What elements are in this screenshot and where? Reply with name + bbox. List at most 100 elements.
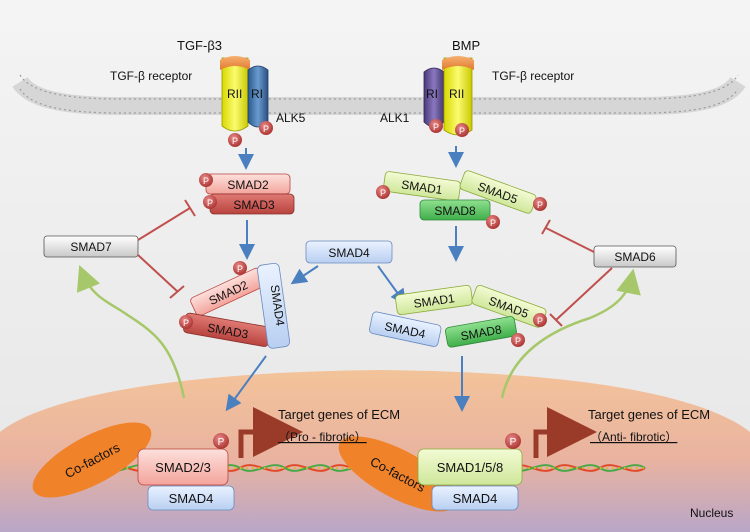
phospho-label: P <box>510 437 517 448</box>
smad4-label: SMAD4 <box>268 284 288 327</box>
smad7-inhibit-upper <box>137 207 191 241</box>
phospho-label: P <box>537 200 543 210</box>
smad1-box <box>395 284 473 316</box>
smad4-box <box>257 262 291 349</box>
smad23-phospho-complex: SMAD2 SMAD3 P P <box>199 173 295 215</box>
phospho-dot <box>203 195 217 209</box>
phospho-label: P <box>232 136 238 146</box>
smad158-label: SMAD1/5/8 <box>437 460 503 475</box>
smad7: SMAD7 <box>43 235 139 258</box>
receptor-complex-left: TGF-β3 TGF-β receptor RII RI ALK5 P P <box>110 38 306 147</box>
ligand-cap-left <box>220 56 250 70</box>
smad6-inhibit-lower <box>555 267 613 321</box>
feedback-arrow-smad6 <box>500 268 641 399</box>
phospho-label: P <box>433 122 439 132</box>
rii-label-right: RII <box>449 87 464 101</box>
ligand-bmp: BMP <box>452 38 480 53</box>
phospho-dot <box>199 173 213 187</box>
phospho-dot <box>213 433 229 449</box>
activation-arrow <box>290 265 319 285</box>
smad6-box <box>593 245 677 268</box>
phospho-label: P <box>207 198 213 208</box>
smad4-box <box>147 485 235 511</box>
smad1-box <box>383 171 461 202</box>
phospho-label: P <box>380 188 386 198</box>
phospho-label: P <box>237 264 243 274</box>
smad2-label: SMAD2 <box>227 178 269 192</box>
nuclear-complex-right: SMAD1/5/8 SMAD4 P <box>417 433 523 511</box>
phospho-label: P <box>459 126 465 136</box>
smad6: SMAD6 <box>593 245 677 268</box>
smad7-inhibit-lower <box>137 254 179 293</box>
smad23-box <box>137 448 229 486</box>
phospho-label: P <box>218 437 225 448</box>
inhibition-lines <box>137 199 613 327</box>
smad7-box <box>43 235 139 258</box>
ligand-tgfb3: TGF-β3 <box>177 38 222 53</box>
transcription-arrow-left <box>238 407 303 458</box>
smad6-label: SMAD6 <box>614 250 656 264</box>
phospho-dot <box>233 261 247 275</box>
smad4-free: SMAD4 <box>305 240 393 264</box>
smad8-label: SMAD8 <box>434 204 476 218</box>
phospho-dot <box>533 313 547 327</box>
smad4-box <box>369 311 442 347</box>
nuclear-entry-arrow <box>225 355 267 412</box>
smad23-label: SMAD2/3 <box>155 460 211 475</box>
phospho-dot <box>533 197 547 211</box>
phospho-dot <box>228 133 242 147</box>
smad4-label: SMAD4 <box>169 491 214 506</box>
phospho-dot <box>511 333 525 347</box>
ri-label-right: RI <box>426 87 438 101</box>
smad-complex-right: SMAD1 SMAD5 SMAD4 SMAD8 P P <box>369 284 547 348</box>
rii-receptor-left <box>221 57 249 132</box>
ri-label-left: RI <box>251 87 263 101</box>
alk1-label: ALK1 <box>380 111 410 125</box>
phospho-dot <box>259 121 273 135</box>
cofactor-blob <box>32 422 152 498</box>
phospho-label: P <box>203 176 209 186</box>
phospho-dot <box>179 315 193 329</box>
phospho-label: P <box>537 316 543 326</box>
phospho-dot <box>429 119 443 133</box>
smad158-box <box>417 448 523 486</box>
target-genes-left: Target genes of ECM <box>278 407 400 422</box>
smad4-label: SMAD4 <box>328 246 370 260</box>
receptor-label-left: TGF-β receptor <box>110 69 192 83</box>
phospho-label: P <box>263 124 269 134</box>
smad7-label: SMAD7 <box>70 240 112 254</box>
receptor-label-right: TGF-β receptor <box>492 69 574 83</box>
smad4-box <box>305 240 393 264</box>
rii-label-left: RII <box>227 87 242 101</box>
cofactor-left: Co-factors <box>32 422 152 498</box>
anti-fibrotic-label: （Anti- fibrotic） <box>590 430 677 444</box>
smad8-box <box>419 199 491 221</box>
phospho-label: P <box>183 318 189 328</box>
smad4-box <box>431 485 519 511</box>
feedback-arrow-smad7 <box>76 265 186 399</box>
phospho-dot <box>376 185 390 199</box>
cell-membrane <box>12 74 746 115</box>
phospho-label: P <box>490 218 496 228</box>
target-genes-right: Target genes of ECM <box>588 407 710 422</box>
ligand-cap-right <box>442 56 474 70</box>
smad1-label: SMAD1 <box>400 177 443 197</box>
smad3-label: SMAD3 <box>233 198 275 212</box>
phospho-label: P <box>515 336 521 346</box>
receptor-complex-right: BMP TGF-β receptor RI RII ALK1 P P <box>380 38 574 137</box>
smad6-inhibit-upper <box>545 227 595 253</box>
phospho-dot <box>455 123 469 137</box>
cofactor-blob <box>338 436 458 512</box>
phospho-dot <box>505 433 521 449</box>
phospho-dot <box>486 215 500 229</box>
smad158-phospho-complex: SMAD1 SMAD5 SMAD8 P P P <box>376 170 547 229</box>
alk5-label: ALK5 <box>276 111 306 125</box>
smad-complex-left: SMAD2 SMAD3 SMAD4 P P <box>179 261 291 349</box>
nuclear-complex-left: SMAD2/3 SMAD4 P <box>137 433 235 511</box>
transcription-arrow-right <box>533 407 597 458</box>
smad8-box <box>445 316 517 348</box>
nucleus-label: Nucleus <box>690 506 733 520</box>
pro-fibrotic-label: （Pro - fibrotic） <box>278 430 367 444</box>
